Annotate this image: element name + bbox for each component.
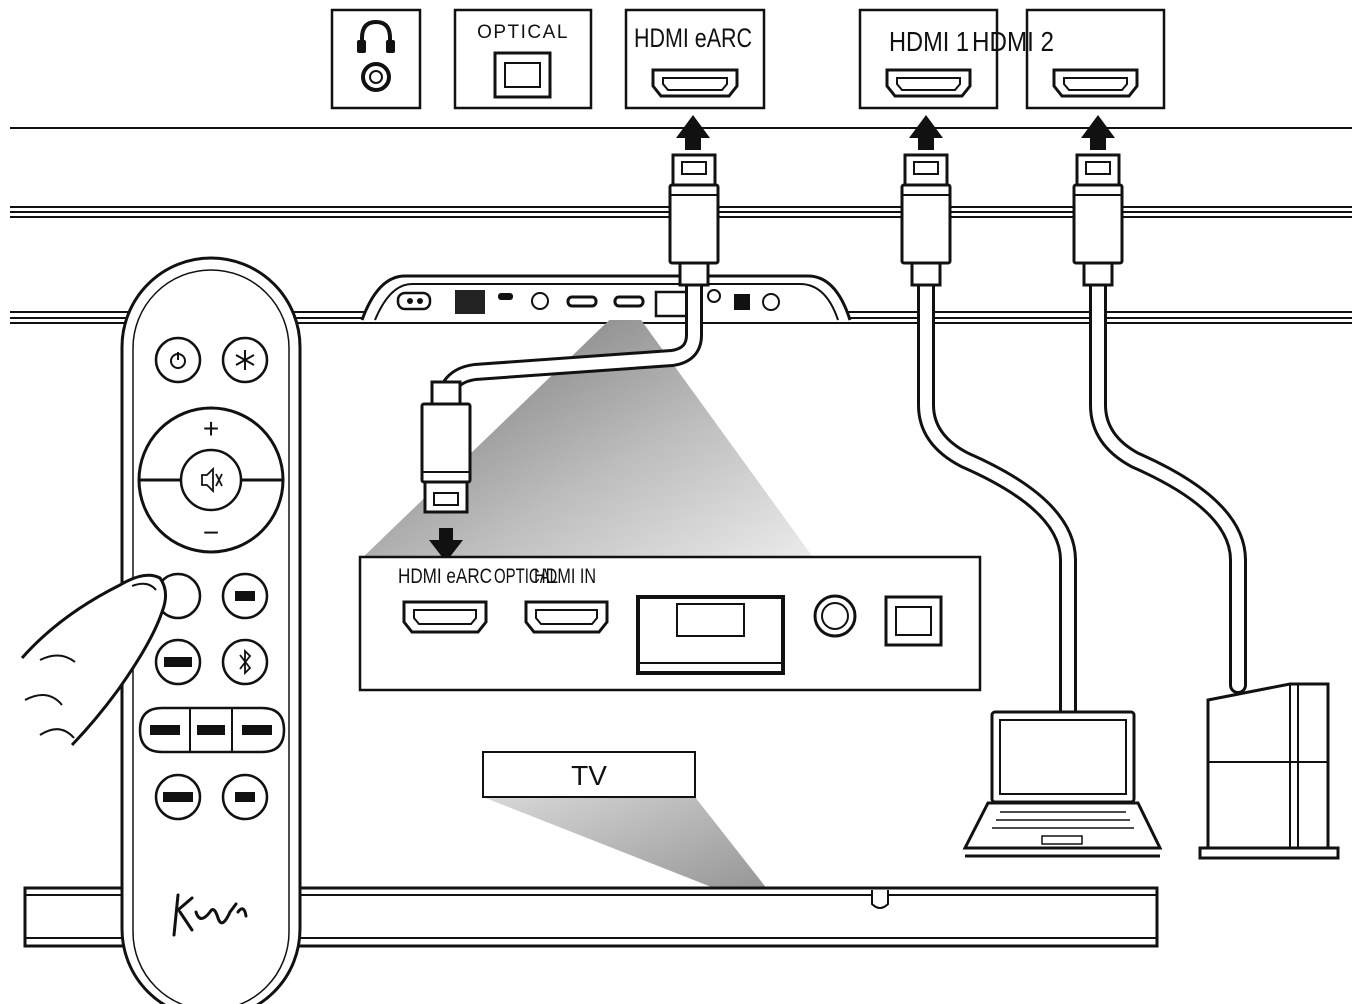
top-port-hdmi-1 [858, 8, 999, 110]
power-button[interactable] [154, 336, 202, 384]
headphone-icon [357, 19, 395, 53]
mute-button[interactable] [179, 448, 243, 512]
game-console-icon [1198, 682, 1340, 860]
mute-icon [201, 466, 223, 494]
remote-row-buttons[interactable] [138, 572, 286, 821]
panel-hdmi-earc-label: HDMI eARC [398, 565, 492, 588]
hdmi-earc-label: HDMI eARC [634, 23, 752, 53]
hand-icon [20, 573, 167, 747]
top-port-hdmi-earc: HDMI eARC [624, 8, 766, 110]
remote-control: + − [120, 256, 302, 1004]
soundbar-port-panel: HDMI eARC OPTICAL HDMI IN [358, 555, 982, 692]
optical-label: OPTICAL [477, 22, 569, 43]
panel-hdmi-in-label: HDMI IN [534, 565, 596, 588]
tv-label-box [482, 751, 696, 798]
bluetooth-icon [239, 648, 252, 676]
arrow-down-icon [429, 528, 463, 562]
vol-up-icon: + [203, 413, 219, 444]
arrow-up-icons [676, 115, 1115, 150]
volume-ring[interactable]: + − [137, 406, 285, 554]
zoom-beam [360, 302, 815, 560]
hdmi-2-label: HDMI 2 [972, 26, 1054, 57]
vol-down-icon: − [203, 517, 219, 548]
top-port-hdmi-2 [1025, 8, 1166, 110]
light-button[interactable] [221, 336, 269, 384]
tv-label: TV [571, 760, 607, 791]
hdmi-1-label: HDMI 1 [889, 26, 969, 57]
top-port-headphone [330, 8, 422, 110]
brand-logo [172, 893, 248, 937]
top-port-optical: OPTICAL [453, 8, 593, 110]
panel-optical-label: OPTICAL [494, 565, 558, 588]
soundbar-port-housing [360, 274, 852, 321]
laptop-icon [962, 710, 1163, 858]
